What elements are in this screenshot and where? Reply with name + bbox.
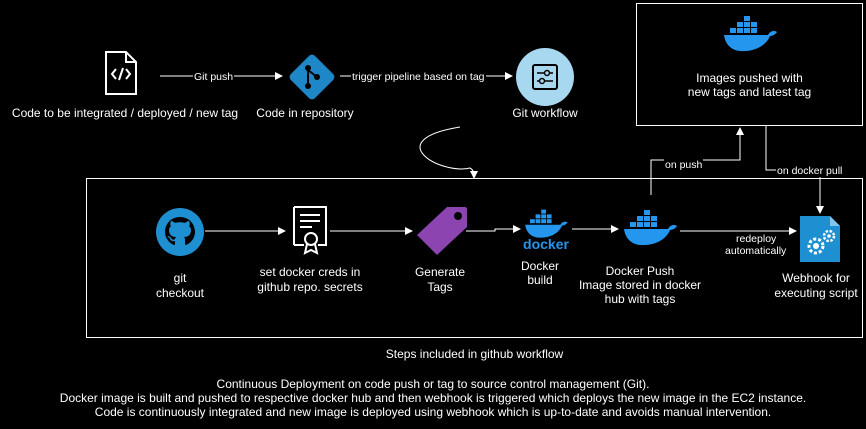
edge-label-redeploy-2: automatically [724, 245, 788, 257]
repo-label: Code in repository [256, 106, 354, 120]
certificate-icon [293, 206, 327, 255]
git-icon [289, 54, 335, 100]
edge-label-trigger: trigger pipeline based on tag [351, 71, 486, 83]
build-label-2: build [527, 273, 553, 287]
creds-label-2: github repo. secrets [257, 280, 363, 294]
edge-label-redeploy-1: redeploy [735, 233, 778, 245]
github-icon [156, 208, 204, 256]
webhook-label-2: executing script [774, 286, 858, 300]
creds-label-1: set docker creds in [259, 265, 361, 279]
git-workflow-label: Git workflow [512, 106, 578, 120]
edge-label-git-push: Git push [193, 71, 235, 83]
code-file-icon [105, 51, 137, 95]
registry-label-2: new tags and latest tag [687, 85, 812, 99]
docker-wordmark: docker [523, 236, 569, 252]
workflow-icon [516, 48, 574, 106]
tags-label-1: Generate [414, 265, 466, 279]
edge-label-on-push: on push [664, 159, 704, 171]
webhook-gear-icon [800, 216, 840, 262]
tags-label-2: Tags [427, 280, 453, 294]
caption-line-3: Code is continuously integrated and new … [94, 405, 772, 419]
edge-label-on-docker-pull: on docker pull [776, 165, 844, 177]
workflow-box-label: Steps included in github workflow [385, 347, 564, 361]
registry-label-1: Images pushed with [696, 71, 803, 85]
checkout-label-2: checkout [155, 286, 205, 300]
registry-box [636, 3, 863, 126]
docker-whale-icon [724, 16, 777, 52]
edge-tags-build [466, 225, 521, 233]
code-label: Code to be integrated / deployed / new t… [11, 106, 239, 120]
webhook-label-1: Webhook for [782, 271, 850, 285]
caption-line-2: Docker image is built and pushed to resp… [59, 391, 807, 405]
push-label-3: hub with tags [604, 292, 676, 306]
docker-push-icon [624, 210, 677, 246]
tag-icon [417, 207, 467, 255]
caption-line-1: Continuous Deployment on code push or ta… [216, 377, 650, 391]
push-label-2: Image stored in docker [578, 278, 702, 292]
docker-build-icon [525, 209, 568, 238]
checkout-label-1: git [173, 271, 187, 285]
edge-workflow-curve [419, 126, 478, 179]
build-label-1: Docker [520, 259, 559, 273]
push-label-1: Docker Push [605, 264, 675, 278]
